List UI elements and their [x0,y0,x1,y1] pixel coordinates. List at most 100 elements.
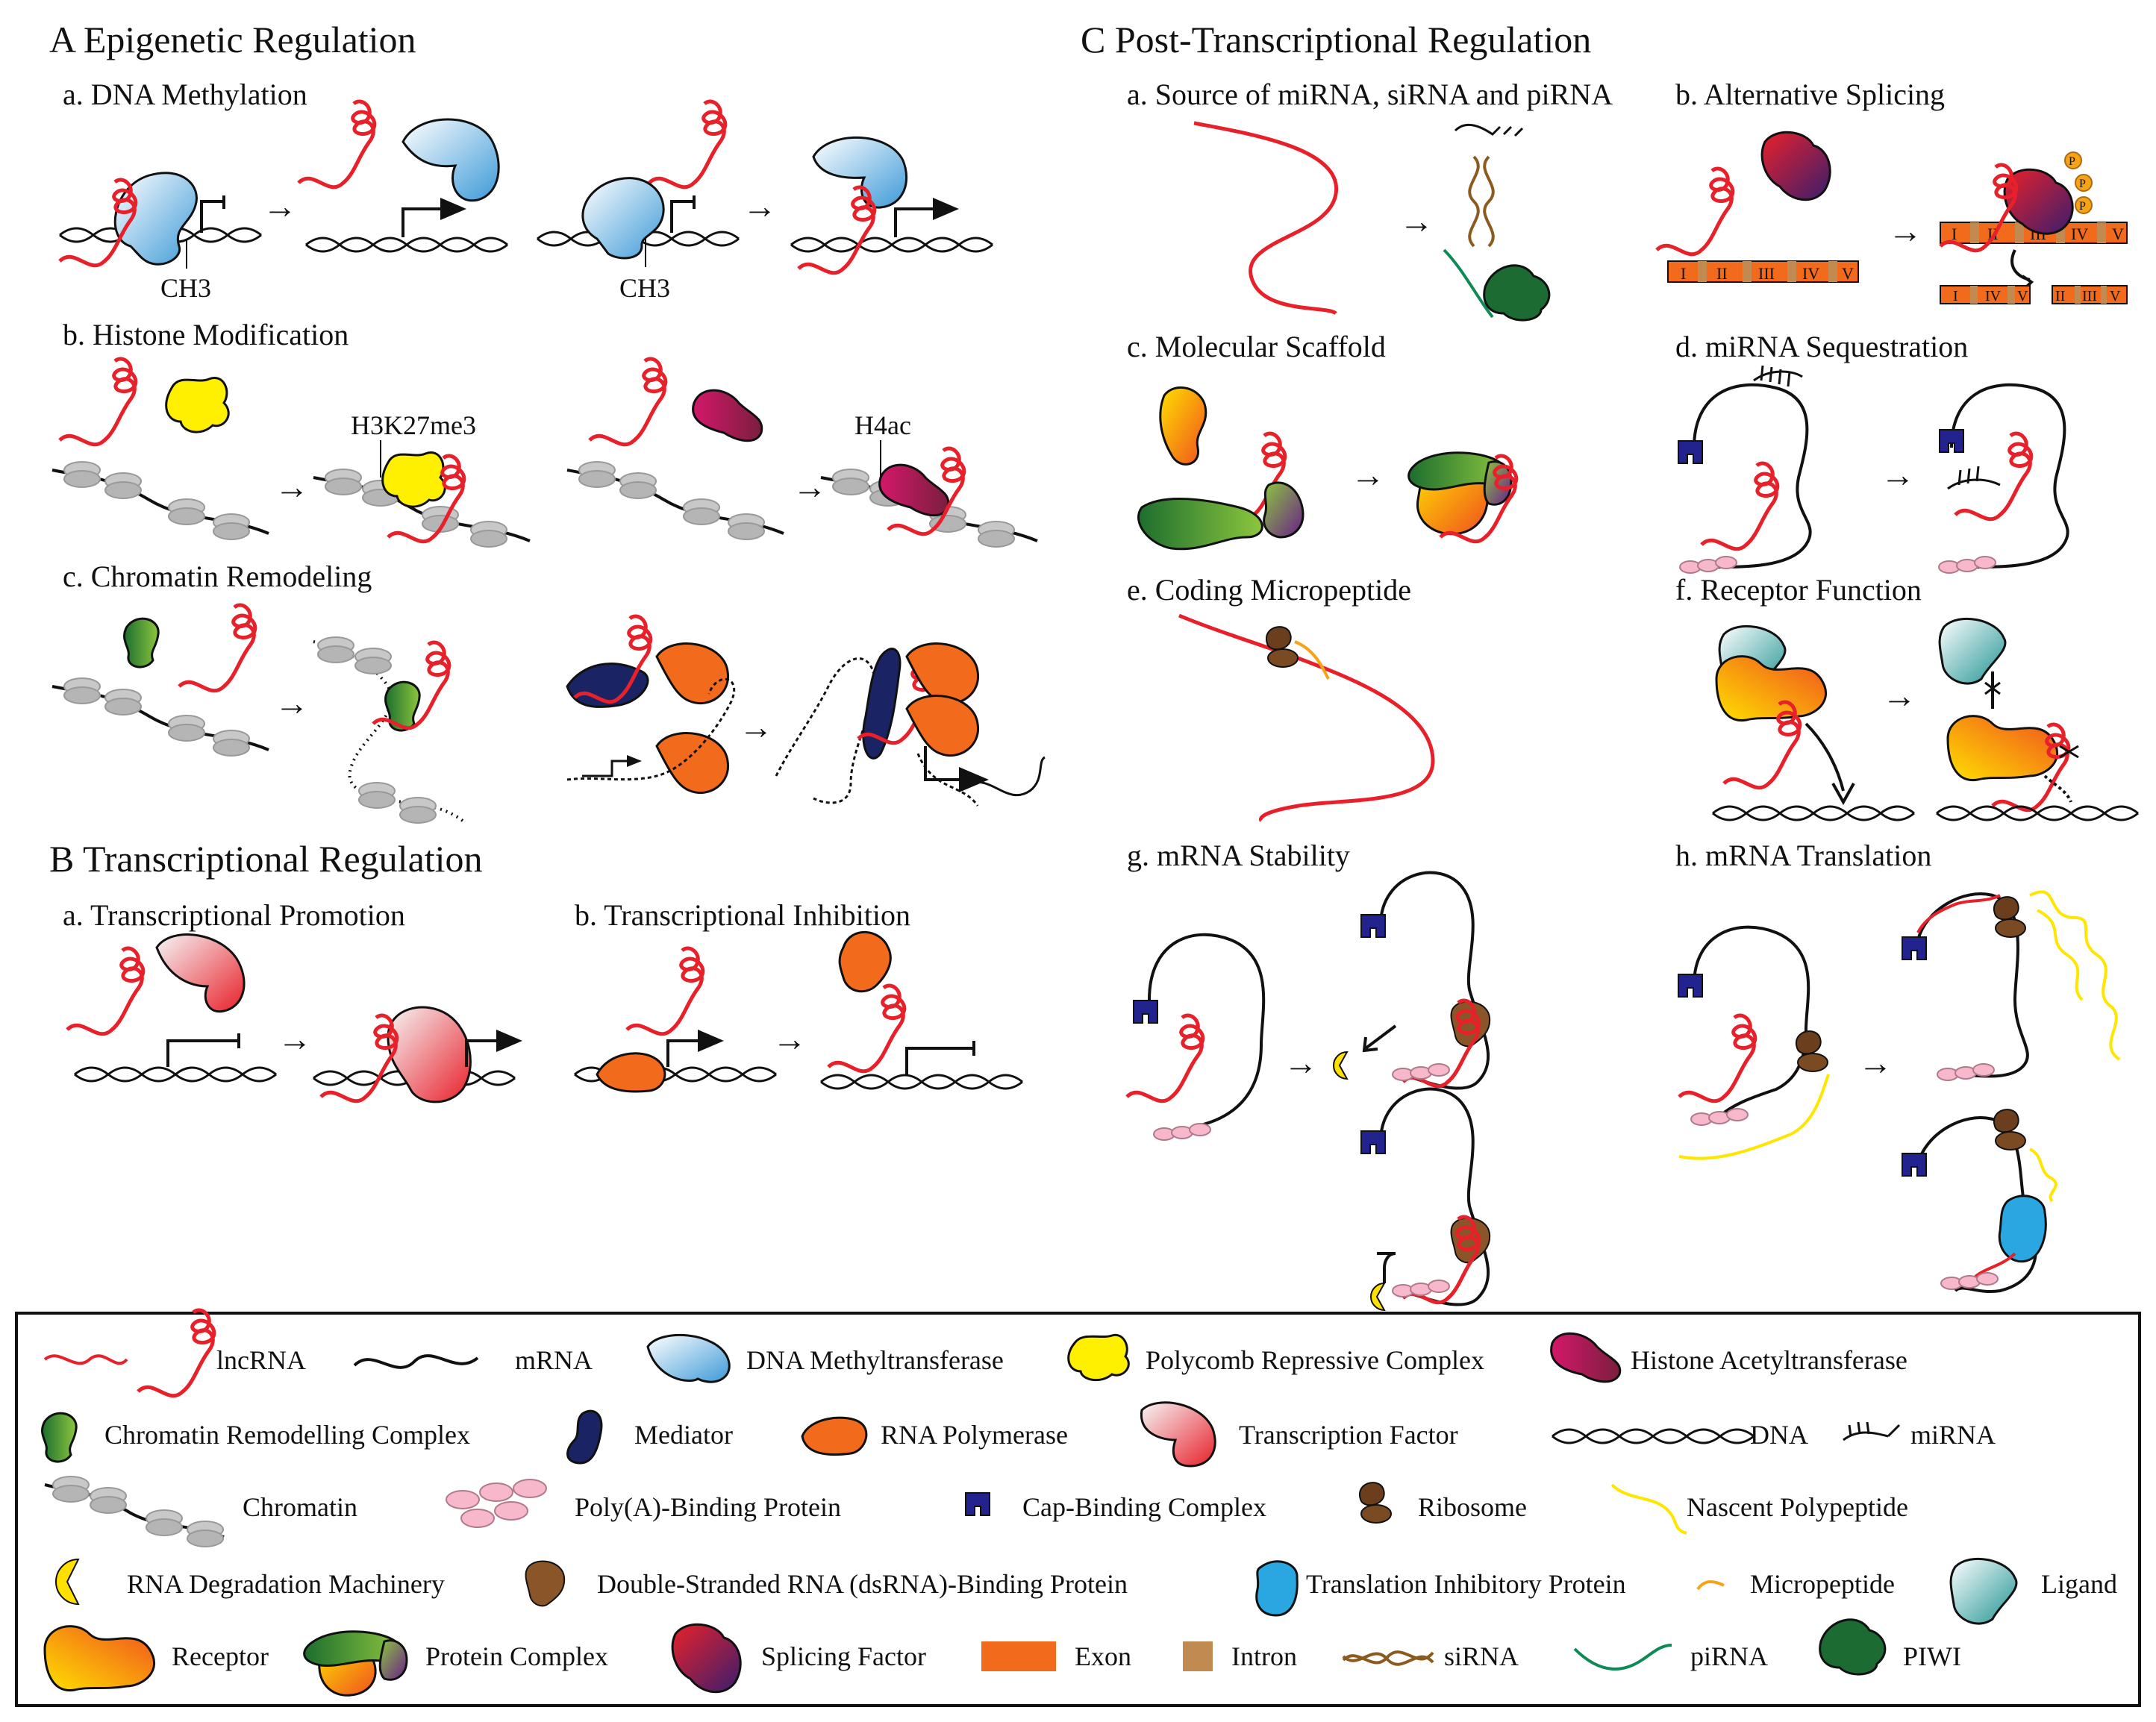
micropeptide-legend-icon [1696,1580,1725,1591]
legend-mirna: miRNA [1910,1420,1996,1450]
transcription-factor-icon [155,933,246,1013]
lncrna-icon [649,101,725,187]
legend-cap-binding: Cap-Binding Complex [1022,1492,1266,1522]
h3k27me3-label: H3K27me3 [351,410,476,440]
lncrna-icon [321,1015,397,1101]
arrow-icon: → [263,187,297,225]
sirna-legend-icon [1342,1650,1434,1665]
mrna-icon [1916,892,2029,1078]
active-promoter-arrow-icon [440,198,466,220]
mirna-icon [1753,365,1803,387]
ligand-legend-icon [1949,1557,2018,1625]
pirna-legend-icon [1573,1644,1672,1671]
lncrna-legend-icon [138,1310,214,1396]
protein-subunit-icon [1159,386,1207,466]
panel-title: a. Transcriptional Promotion [63,898,405,932]
svg-text:V: V [2017,288,2028,304]
panel-title: b. Transcriptional Inhibition [575,898,910,932]
nascent-polypeptide-icon [1678,1074,1830,1160]
panel-histone-modification: b. Histone Modification → H3K27me3 → H4a… [51,318,1038,548]
dna-icon [1935,805,2140,821]
legend-transcription-factor: Transcription Factor [1239,1420,1458,1450]
chromatin-remodelling-icon [123,617,160,669]
section-a-title: A Epigenetic Regulation [49,19,416,60]
svg-text:P: P [2069,155,2075,168]
panel-molecular-scaffold: c. Molecular Scaffold → [1127,330,1516,551]
rna-degradation-icon [1333,1051,1349,1080]
dna-legend-icon [1551,1428,1755,1444]
mrna-icon [1693,925,1810,1121]
protein-complex-legend-icon [303,1630,408,1697]
receptor-legend-icon [43,1625,155,1691]
rna-polymerase-icon [655,642,729,705]
rna-polymerase-legend-icon [801,1416,868,1456]
lncrna-icon [67,948,143,1034]
lncrna-icon [1127,1015,1203,1101]
panel-source-of-mirna: a. Source of miRNA, siRNA and piRNA → [1127,78,1613,322]
arrow-icon: → [1399,202,1434,240]
mirna-icon [1454,123,1524,137]
cap-binding-icon [1360,1130,1386,1154]
legend-ribosome: Ribosome [1418,1492,1527,1522]
lncrna-icon [60,359,136,445]
pre-mrna-exons: I II III IV V [1667,260,1859,283]
legend-rna-polymerase: RNA Polymerase [881,1420,1068,1450]
arrow-icon: → [739,708,773,746]
lncrna-icon [1657,169,1733,254]
active-promoter-arrow-icon [933,198,959,220]
splicing-factor-legend-icon [671,1623,742,1694]
dna-methyltransferase-legend-icon [646,1333,731,1383]
receptor-icon [1946,715,2058,781]
blocked-promoter-icon [200,195,225,233]
legend-dna: DNA [1750,1420,1808,1450]
lncrna-legend-icon [43,1354,128,1365]
arrow-icon: → [278,1020,312,1058]
panel-alternative-splicing: b. Alternative Splicing I II III IV V → … [1657,78,2128,304]
ribosome-icon [1265,626,1299,668]
dna-icon [304,237,509,253]
arrow-icon: → [793,468,827,506]
polya-binding-legend-icon [446,1479,547,1528]
ch3-label: CH3 [619,273,670,303]
dsrna-binding-icon [1450,1217,1491,1264]
legend-mediator: Mediator [634,1420,733,1450]
svg-text:V: V [2110,288,2121,304]
cap-binding-icon [1678,440,1703,464]
polya-binding-icon [1940,1272,1999,1290]
ribosome-icon [1993,1109,2026,1150]
histone-acetyltransferase-icon [692,389,763,442]
transcription-factor-legend-icon [1140,1401,1216,1468]
panel-title: d. miRNA Sequestration [1675,330,1968,363]
mirna-legend-icon [1843,1421,1901,1441]
arrow-icon: → [1351,456,1385,494]
ligand-icon [1938,617,2007,685]
histone-acetyltransferase-icon [878,463,950,517]
svg-text:I: I [1953,288,1958,304]
sirna-icon [1468,155,1480,248]
svg-text:I: I [1681,264,1686,283]
mrna-icon [1379,871,1490,1090]
panel-mirna-sequestration: d. miRNA Sequestration → [1675,330,2069,574]
intron-legend-icon [1183,1641,1213,1671]
panel-title: e. Coding Micropeptide [1127,573,1411,607]
mediator-icon [862,648,902,760]
panel-mrna-stability: g. mRNA Stability → [1127,839,1491,1312]
spliced-isoform-b: II III V [2052,285,2128,304]
legend-lncrna: lncRNA [216,1345,306,1375]
panel-title: a. DNA Methylation [63,78,307,111]
dna-icon [1711,805,1916,821]
legend-histone-acetyltransferase: Histone Acetyltransferase [1631,1345,1907,1375]
mrna-icon [1379,1087,1490,1306]
polya-binding-icon [1938,556,1996,574]
piwi-icon [1483,264,1551,322]
lncrna-icon [627,948,703,1034]
arrow-icon: → [772,1020,807,1058]
legend-translation-inhibitory: Translation Inhibitory Protein [1306,1569,1626,1599]
dna-icon [819,1074,1024,1090]
ribosome-icon [1795,1030,1828,1072]
lncrna-icon [828,986,904,1071]
legend-protein-complex: Protein Complex [425,1641,608,1671]
arrow-icon: → [1881,456,1915,494]
arrow-icon: → [275,468,309,506]
arrow-icon: → [1882,677,1916,715]
